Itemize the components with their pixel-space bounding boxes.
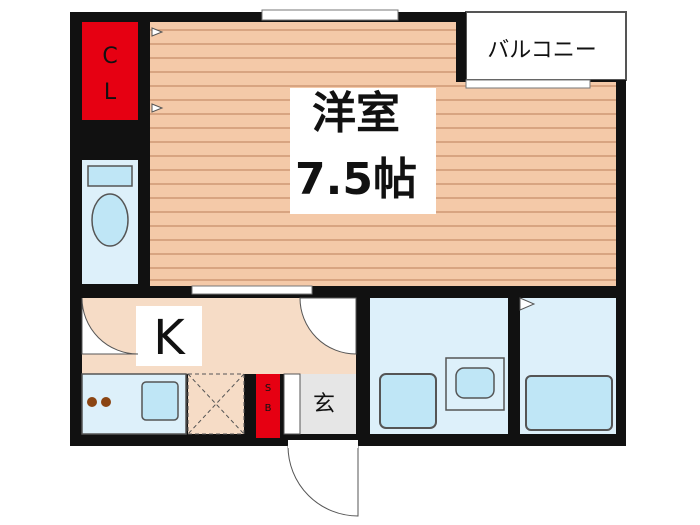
shoe-box-label-s: S: [264, 383, 272, 394]
closet-label-c: C: [102, 44, 118, 69]
shoe-box: [256, 374, 280, 438]
entrance-step: [283, 373, 301, 435]
fridge-space: [187, 373, 245, 435]
kitchen-label: K: [153, 310, 185, 366]
western-room-floor: [150, 22, 616, 286]
sliding-door: [191, 285, 313, 295]
washer-drain: [455, 367, 495, 399]
closet-label-l: L: [103, 80, 117, 105]
toilet-door-swing: [81, 297, 139, 355]
balcony-label: バルコニー: [487, 38, 597, 63]
bathtub: [525, 375, 613, 431]
room-size-label: 7.5帖: [295, 154, 417, 205]
toilet-bowl: [91, 193, 129, 247]
kitchen-label-bg: [136, 306, 202, 366]
balcony-window: [465, 79, 591, 89]
toilet-tank: [87, 165, 133, 187]
entrance-label: 玄: [312, 392, 335, 417]
stove-burner-right: [101, 397, 111, 407]
front-door-opening: [288, 440, 358, 448]
closet: [82, 22, 138, 120]
shoe-box-label-b: B: [264, 403, 272, 414]
closet-door-marks: [151, 27, 164, 113]
kitchen-sink: [141, 381, 179, 421]
balcony-area: [465, 11, 627, 81]
kitchen-door-swing: [299, 297, 357, 355]
room-name-label: 洋室: [312, 88, 400, 139]
top-window: [261, 9, 399, 21]
front-door-swing: [287, 445, 359, 517]
bathroom-door-mark: [519, 297, 536, 311]
washbasin: [379, 373, 437, 429]
stove-burner-left: [87, 397, 97, 407]
